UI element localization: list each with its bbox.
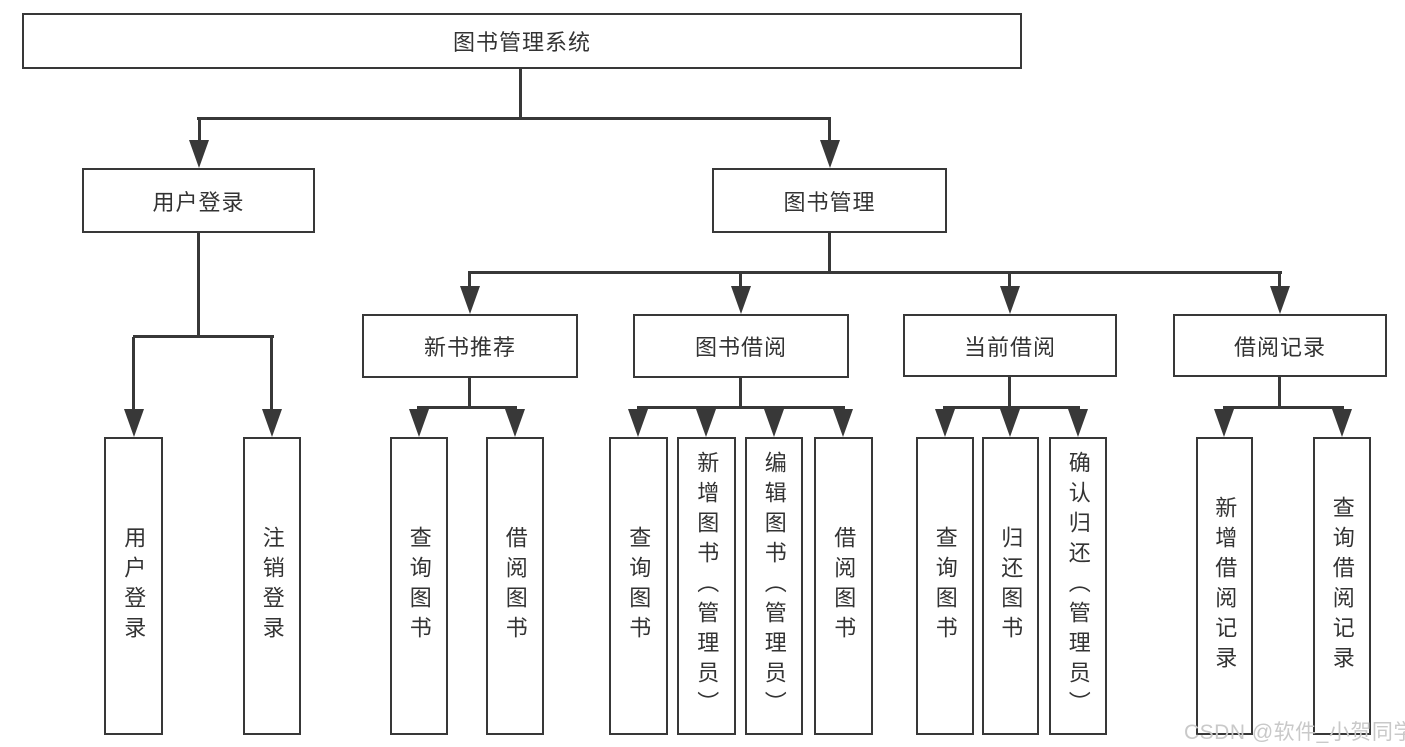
leaf-label: 查询借阅记录 xyxy=(1329,496,1355,676)
connector-hline xyxy=(197,117,831,120)
connector-hline xyxy=(637,406,845,409)
leaf-nb-borrow-books: 借阅图书 xyxy=(486,437,544,735)
connector-vline xyxy=(468,272,471,288)
connector-vline xyxy=(1008,272,1011,288)
leaf-br-add-borrow-record: 新增借阅记录 xyxy=(1196,437,1253,735)
arrow-down-icon xyxy=(628,409,648,437)
arrow-down-icon xyxy=(764,409,784,437)
leaf-nb-query-books: 查询图书 xyxy=(390,437,448,735)
node-label: 图书管理 xyxy=(783,189,876,215)
node-user-login: 用户登录 xyxy=(82,168,315,233)
connector-vline xyxy=(198,119,201,145)
connector-hline xyxy=(133,335,274,338)
arrow-down-icon xyxy=(820,140,840,168)
leaf-label: 注销登录 xyxy=(259,526,285,646)
arrow-down-icon xyxy=(1068,409,1088,437)
node-label: 当前借阅 xyxy=(963,334,1056,360)
leaf-cb-query-books: 查询图书 xyxy=(916,437,974,735)
connector-vline xyxy=(270,337,273,413)
connector-vline xyxy=(828,232,831,273)
csdn-watermark: CSDN @软件_小贺同学 xyxy=(1184,721,1405,744)
connector-vline xyxy=(197,232,200,337)
leaf-label: 新增图书（管理员） xyxy=(694,451,720,721)
arrow-down-icon xyxy=(696,409,716,437)
arrow-down-icon xyxy=(1214,409,1234,437)
leaf-label: 查询图书 xyxy=(406,526,432,646)
leaf-user-login: 用户登录 xyxy=(104,437,163,735)
leaf-label: 新增借阅记录 xyxy=(1212,496,1238,676)
connector-vline xyxy=(1278,272,1281,288)
connector-hline xyxy=(468,271,1282,274)
leaf-label: 查询图书 xyxy=(932,526,958,646)
arrow-down-icon xyxy=(262,409,282,437)
leaf-cb-return-books: 归还图书 xyxy=(982,437,1039,735)
leaf-logout-login: 注销登录 xyxy=(243,437,301,735)
connector-vline xyxy=(739,377,742,408)
arrow-down-icon xyxy=(505,409,525,437)
leaf-label: 归还图书 xyxy=(998,526,1024,646)
arrow-down-icon xyxy=(409,409,429,437)
connector-hline xyxy=(417,406,517,409)
node-current-borrowing: 当前借阅 xyxy=(903,314,1117,377)
leaf-label: 用户登录 xyxy=(121,526,147,646)
leaf-label: 编辑图书（管理员） xyxy=(761,451,787,721)
arrow-down-icon xyxy=(1332,409,1352,437)
node-label: 图书借阅 xyxy=(694,335,787,360)
leaf-cb-confirm-return-admin: 确认归还（管理员） xyxy=(1049,437,1107,735)
node-label: 新书推荐 xyxy=(423,335,516,360)
node-book-borrowing: 图书借阅 xyxy=(633,314,849,378)
connector-vline xyxy=(1278,377,1281,408)
connector-hline xyxy=(1223,406,1344,409)
connector-vline xyxy=(132,337,135,413)
node-book-management: 图书管理 xyxy=(712,168,947,233)
leaf-br-query-borrow-record: 查询借阅记录 xyxy=(1313,437,1371,735)
connector-vline xyxy=(739,272,742,288)
node-label: 借阅记录 xyxy=(1233,334,1326,360)
arrow-down-icon xyxy=(833,409,853,437)
leaf-label: 查询图书 xyxy=(626,526,652,646)
arrow-down-icon xyxy=(124,409,144,437)
node-label: 用户登录 xyxy=(152,189,245,215)
arrow-down-icon xyxy=(189,140,209,168)
connector-vline xyxy=(828,119,831,145)
arrow-down-icon xyxy=(460,286,480,314)
leaf-bb-add-books-admin: 新增图书（管理员） xyxy=(677,437,736,735)
arrow-down-icon xyxy=(1000,409,1020,437)
leaf-bb-query-books: 查询图书 xyxy=(609,437,668,735)
leaf-bb-edit-books-admin: 编辑图书（管理员） xyxy=(745,437,803,735)
node-new-book-recommend: 新书推荐 xyxy=(362,314,578,378)
arrow-down-icon xyxy=(1270,286,1290,314)
node-label: 图书管理系统 xyxy=(452,30,591,55)
leaf-label: 借阅图书 xyxy=(502,526,528,646)
connector-vline xyxy=(468,377,471,408)
arrow-down-icon xyxy=(935,409,955,437)
leaf-label: 确认归还（管理员） xyxy=(1065,451,1091,721)
leaf-label: 借阅图书 xyxy=(831,526,857,646)
arrow-down-icon xyxy=(1000,286,1020,314)
connector-vline xyxy=(1008,377,1011,408)
connector-vline xyxy=(519,68,522,119)
arrow-down-icon xyxy=(731,286,751,314)
node-library-management-system: 图书管理系统 xyxy=(22,13,1022,69)
leaf-bb-borrow-books: 借阅图书 xyxy=(814,437,873,735)
node-borrow-records: 借阅记录 xyxy=(1173,314,1387,377)
